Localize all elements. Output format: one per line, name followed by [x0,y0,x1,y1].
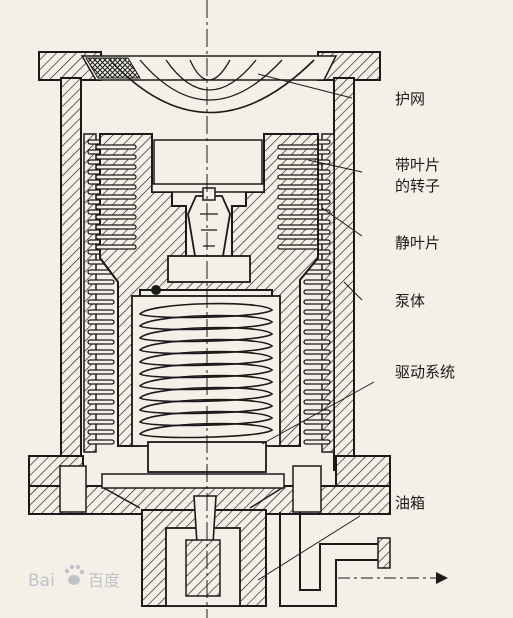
label-drive-system: 驱动系统 [395,363,455,381]
stator-blade [303,379,331,385]
rotor-blades-right [277,144,319,250]
rotor-blade [95,214,137,220]
rotor-blade [95,204,137,210]
stator-blade [87,289,115,295]
stator-blade [303,369,331,375]
pump-body [28,51,391,515]
label-screen: 护网 [395,90,425,108]
callout-labels: 护网 带叶片 的转子 静叶片 泵体 驱动系统 油箱 [395,90,455,512]
stator-blade [303,309,331,315]
leader-lines [257,73,375,581]
baidu-watermark: Bai 百度 [28,564,120,591]
stator-blade [303,289,331,295]
rotor-blade [277,194,319,200]
label-oil-tank: 油箱 [395,494,425,512]
stator-blade [87,279,115,285]
stator-blade [303,329,331,335]
rotor-blade [95,244,137,250]
rotor-blade [95,174,137,180]
stator-blade [87,399,115,405]
stator-blade [303,419,331,425]
stator-blade [87,419,115,425]
rotor [95,133,319,447]
stator-blade [87,309,115,315]
stator-blade [87,429,115,435]
stator-blade [87,409,115,415]
watermark-brand: Bai [28,571,55,591]
stator-blade [87,439,115,445]
watermark-brand-cn: 百度 [88,571,120,590]
stator-blade [87,359,115,365]
label-rotor-line1: 带叶片 [395,156,440,174]
rotor-blade [277,144,319,150]
outlet-arrow [436,572,448,584]
rotor-blade [277,164,319,170]
stator-blade [87,299,115,305]
stator-blade [303,429,331,435]
rotor-blade [95,224,137,230]
rotor-blade [95,154,137,160]
rotor-blade [95,164,137,170]
label-rotor-line2: 的转子 [395,177,440,195]
rotor-blade [95,234,137,240]
rotor-blade [95,184,137,190]
protective-screen [80,55,338,114]
stator-blade [303,349,331,355]
stator-blade [87,389,115,395]
rotor-blade [95,144,137,150]
stator-blade [303,389,331,395]
rotor-blade [95,194,137,200]
stator-blade [303,439,331,445]
rotor-blade [277,214,319,220]
rotor-blade [277,154,319,160]
rotor-blade [277,224,319,230]
oil-tank [141,495,391,607]
stator-blade [303,299,331,305]
stator-blade [87,379,115,385]
drive-system [131,295,281,473]
bearing-and-shaft [151,187,251,295]
stator-blade [303,279,331,285]
rotor-blade [277,244,319,250]
label-pump-body: 泵体 [395,292,425,310]
motor-coil [138,302,274,439]
stator-blade [303,339,331,345]
stator-blade [303,399,331,405]
stator-blade [87,329,115,335]
stator-blade [303,359,331,365]
rotor-blade [277,174,319,180]
coil-turn [138,422,274,439]
stator-blade [87,369,115,375]
stator-blade [87,349,115,355]
stator-blade [87,339,115,345]
rotor-blade [277,234,319,240]
paw-icon [64,564,85,585]
stator-blade [303,319,331,325]
rotor-blade [277,204,319,210]
center-axis [206,0,448,618]
rotor-blade [277,184,319,190]
rotor-blades-left [95,144,137,250]
seal-ring [151,285,161,295]
stator-blade [87,319,115,325]
label-stator: 静叶片 [395,234,440,252]
